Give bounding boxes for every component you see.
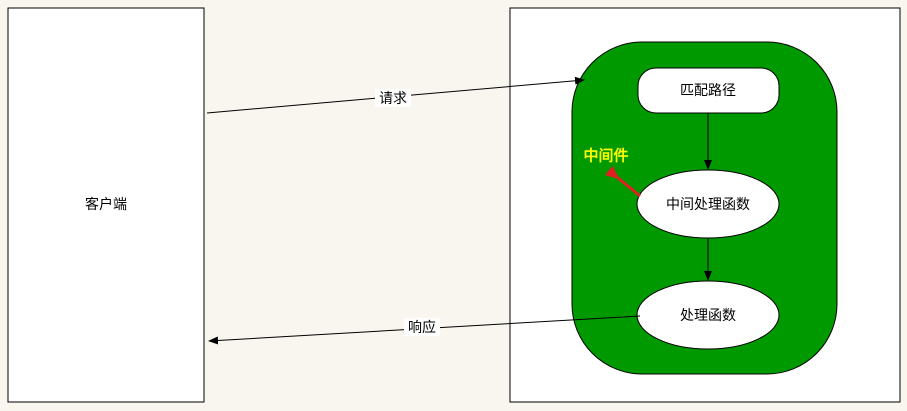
- client-label: 客户端: [85, 196, 127, 213]
- middleware-handler-label: 中间处理函数: [666, 197, 750, 213]
- client-box: [7, 7, 205, 403]
- response-label: 响应: [408, 319, 436, 336]
- request-label-bg: [375, 89, 411, 107]
- middleware-pointer-arrow: [604, 165, 641, 198]
- handler-node: [636, 280, 780, 350]
- request-label: 请求: [379, 91, 407, 107]
- middleware-annotation-label: 中间件: [583, 147, 628, 165]
- handler-label: 处理函数: [680, 308, 736, 324]
- match-path-label: 匹配路径: [680, 83, 736, 99]
- response-label-bg: [404, 318, 440, 336]
